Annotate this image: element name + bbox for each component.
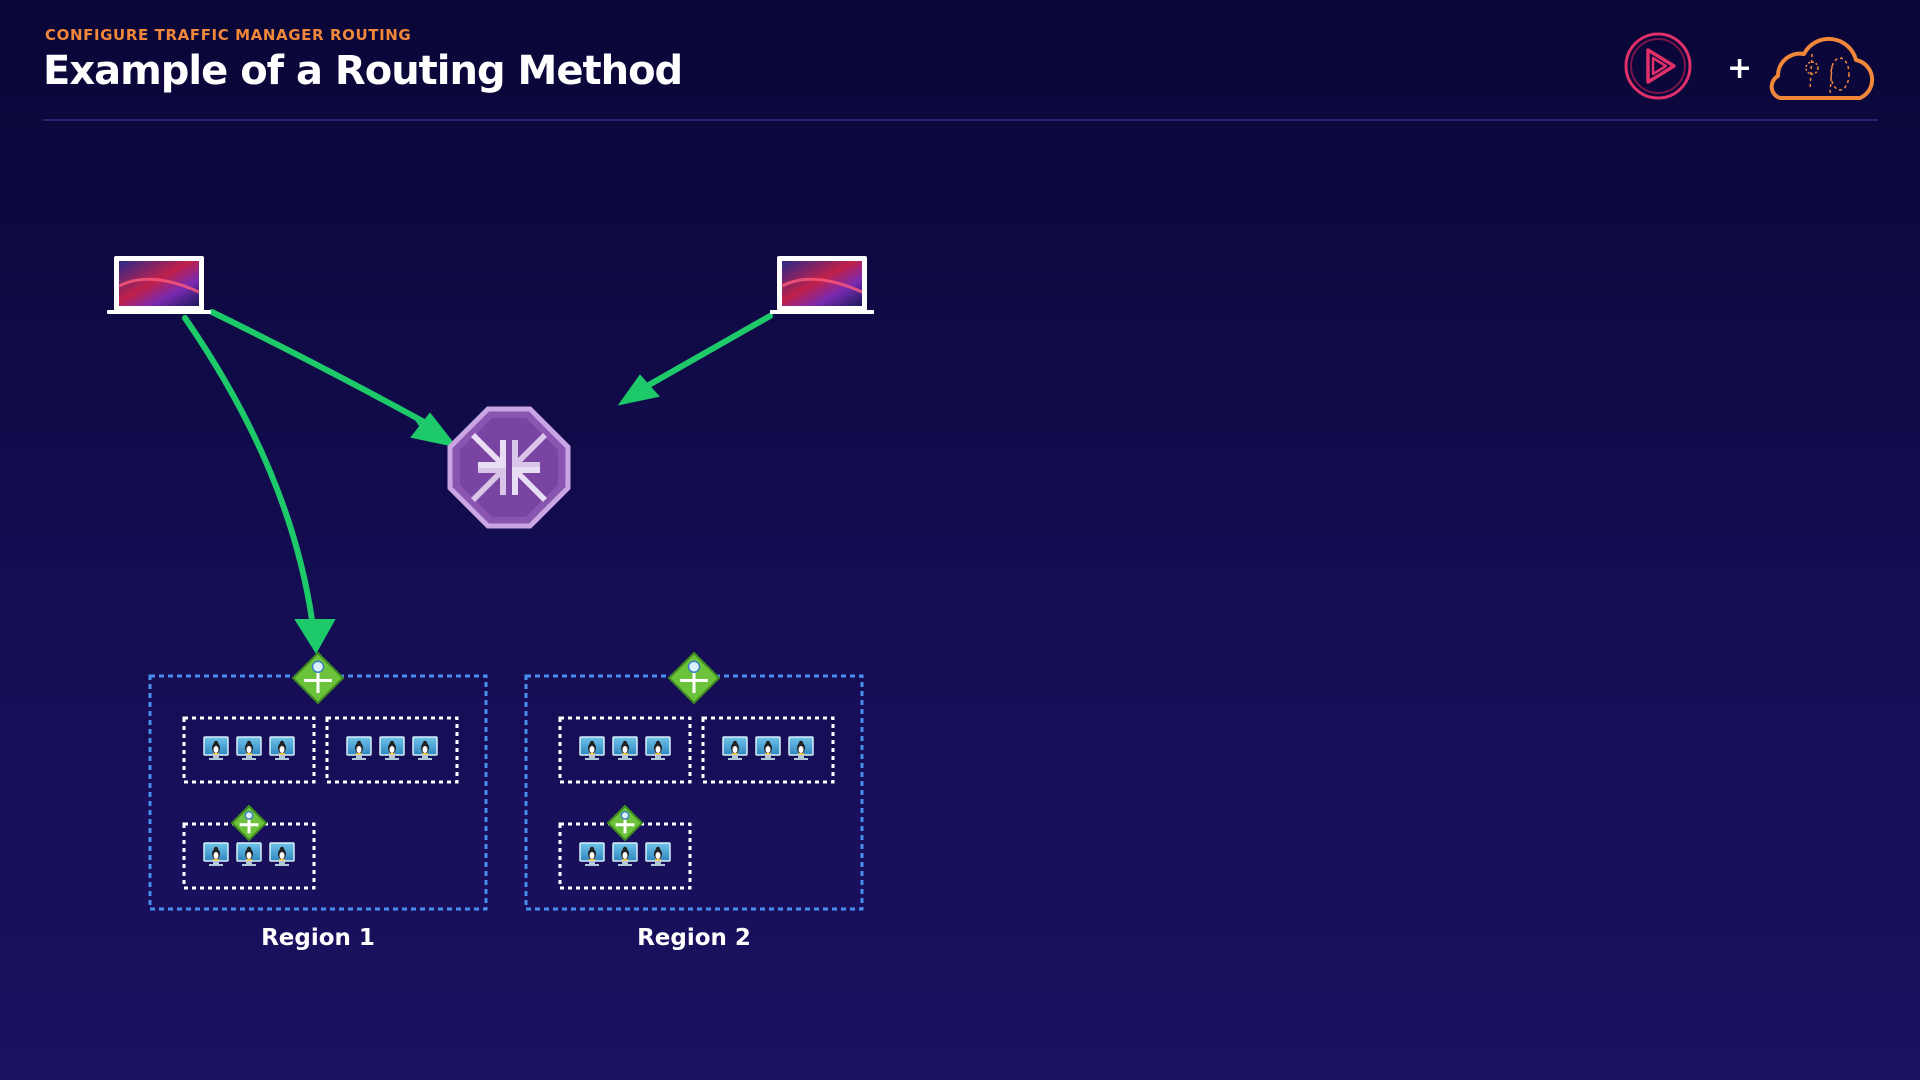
region-2-vm-group-3-vm-3 [645, 842, 671, 866]
region-2-internal-load-balancer-icon [606, 804, 644, 842]
plus-joiner: + [1727, 51, 1752, 86]
region-1-vm-group-3-vm-1 [203, 842, 229, 866]
region-2-vm-group-2-vm-3 [788, 736, 814, 760]
logo-group: + [1624, 32, 1875, 100]
region-2-vm-group-1 [558, 716, 692, 784]
region-1-vm-group-1-vm-1 [203, 736, 229, 760]
pluralsight-play-icon [1624, 32, 1692, 100]
region-2-vm-group-3-vm-2 [612, 842, 638, 866]
region-1-load-balancer-icon [291, 651, 345, 705]
region-2 [524, 674, 864, 911]
region-2-vm-group-1-vm-1 [579, 736, 605, 760]
region-1-vm-group-1-vm-3 [269, 736, 295, 760]
region-2-label: Region 2 [637, 925, 751, 951]
eyebrow-title: CONFIGURE TRAFFIC MANAGER ROUTING [45, 26, 412, 44]
region-2-vm-group-2-vm-1 [722, 736, 748, 760]
region-2-vm-group-1-vm-3 [645, 736, 671, 760]
region-1-vm-group-2 [325, 716, 459, 784]
region-1-internal-load-balancer-icon [230, 804, 268, 842]
client-laptop-1 [107, 256, 211, 314]
region-2-vm-group-1-vm-2 [612, 736, 638, 760]
region-2-load-balancer-icon [667, 651, 721, 705]
region-1-vm-group-1-vm-2 [236, 736, 262, 760]
region-2-vm-group-3-vm-1 [579, 842, 605, 866]
arrow-client1-to-region1 [182, 315, 315, 623]
region-1-vm-group-2-vm-1 [346, 736, 372, 760]
traffic-manager-icon [447, 406, 571, 529]
region-1-vm-group-3-vm-3 [269, 842, 295, 866]
arrow-client1-to-traffic-manager [209, 309, 438, 431]
cloud-icon [1769, 36, 1875, 100]
region-1-vm-group-2-vm-2 [379, 736, 405, 760]
region-1 [148, 674, 488, 911]
region-1-vm-group-2-vm-3 [412, 736, 438, 760]
header-divider [43, 119, 1878, 121]
region-2-vm-group-2-vm-2 [755, 736, 781, 760]
region-1-vm-group-3-vm-2 [236, 842, 262, 866]
route-arrows [182, 309, 773, 654]
page-title: Example of a Routing Method [43, 48, 683, 94]
arrowhead-region1 [294, 619, 336, 654]
region-1-label: Region 1 [261, 925, 375, 951]
region-2-vm-group-2 [701, 716, 835, 784]
region-1-vm-group-1 [182, 716, 316, 784]
regions [148, 651, 864, 911]
client-laptop-2 [770, 256, 874, 314]
arrow-client2-to-traffic-manager [637, 313, 773, 393]
arrowhead-traffic-manager-right [617, 374, 660, 406]
